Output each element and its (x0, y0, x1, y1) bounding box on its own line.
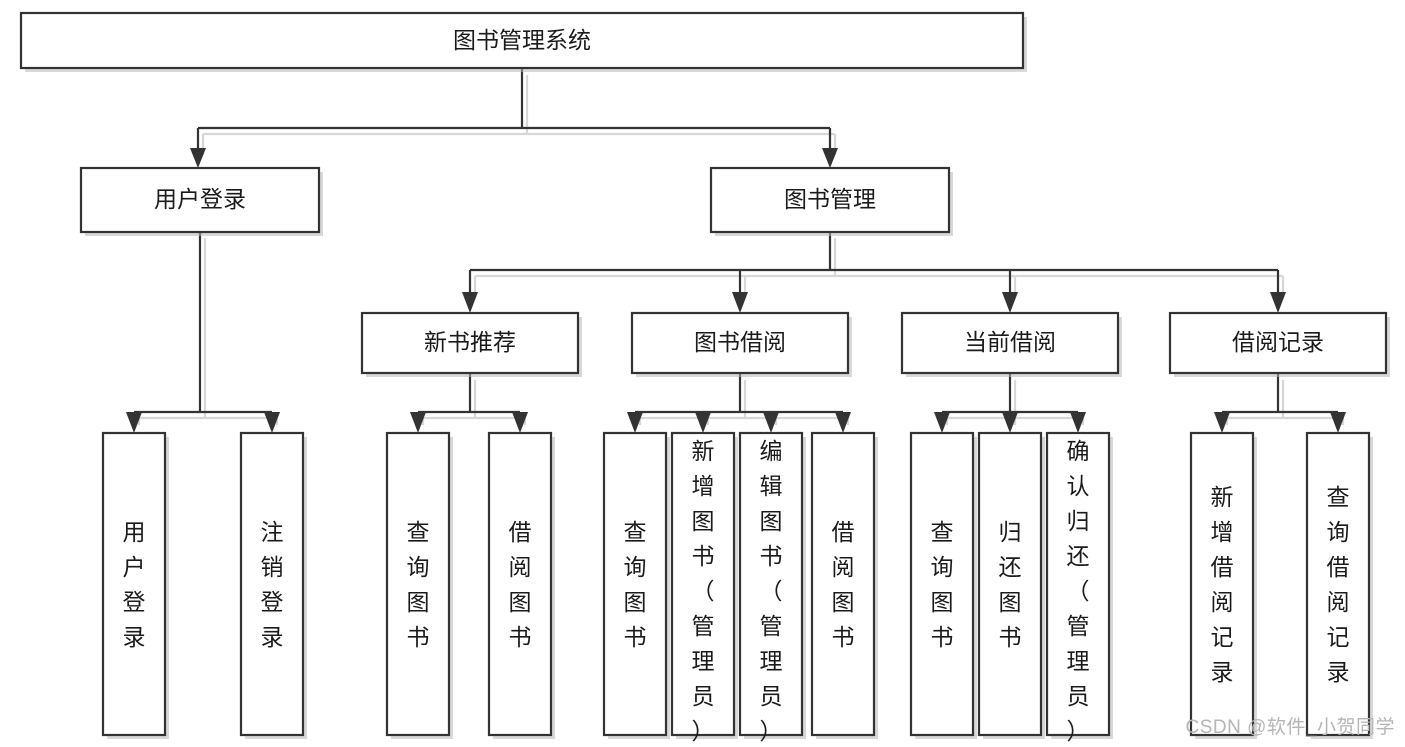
book-borrow-bus-shadow (638, 380, 850, 425)
leaf-query-book-2-label: 查询图书 (624, 519, 647, 650)
user-login-leaf-bus (132, 232, 274, 420)
leaf-add-borrow-record-label: 新增借阅记录 (1211, 484, 1234, 685)
leaf-edit-book-admin-box[interactable] (738, 431, 804, 737)
current-borrow-label: 当前借阅 (964, 329, 1056, 355)
new-book-recommend-label: 新书推荐 (424, 329, 516, 355)
leaf-borrow-book-1[interactable]: 借阅图书 (487, 431, 555, 739)
node-root-book-management-system[interactable]: 图书管理系统 (19, 11, 1027, 72)
borrow-record-bus-shadow (1225, 380, 1345, 425)
leaf-confirm-return-admin-box[interactable] (1045, 431, 1111, 737)
leaf-query-borrow-record[interactable]: 查询借阅记录 (1305, 431, 1373, 739)
leaf-logout[interactable]: 注销登录 (239, 431, 307, 739)
arrow-to-leaf-edit-book (763, 412, 779, 433)
connector-layer (126, 68, 1346, 433)
leaf-confirm-return-admin-label: 确认归还（管理员） (1067, 438, 1090, 744)
arrow-to-leaf-borrow-book-1 (512, 412, 528, 433)
root-bus-shadow (201, 75, 837, 155)
node-book-management[interactable]: 图书管理 (709, 166, 953, 236)
book-borrow-label: 图书借阅 (694, 329, 786, 355)
node-borrow-record[interactable]: 借阅记录 (1168, 311, 1390, 377)
leaf-query-borrow-record-box[interactable] (1305, 431, 1371, 737)
leaf-return-book-box[interactable] (977, 431, 1043, 737)
leaf-add-book-admin-box[interactable] (670, 431, 736, 737)
arrow-to-leaf-return-book (1002, 412, 1018, 433)
leaf-query-book-2[interactable]: 查询图书 (602, 431, 670, 739)
arrow-to-book-borrow (732, 292, 748, 313)
leaf-user-login[interactable]: 用户登录 (101, 431, 169, 739)
leaf-logout-box[interactable] (239, 431, 305, 737)
current-borrow-box[interactable] (900, 311, 1120, 375)
leaf-query-book-3-label: 查询图书 (931, 519, 954, 650)
leaf-borrow-book-2-box[interactable] (810, 431, 876, 737)
root-node-box[interactable] (19, 11, 1025, 70)
arrow-to-book-manage (822, 148, 838, 168)
user-login-label: 用户登录 (154, 186, 246, 212)
leaf-add-borrow-record[interactable]: 新增借阅记录 (1189, 431, 1257, 739)
leaf-edit-book-admin-label: 编辑图书（管理员） (760, 438, 783, 744)
node-new-book-recommend[interactable]: 新书推荐 (360, 311, 582, 377)
leaf-query-book-1[interactable]: 查询图书 (385, 431, 453, 739)
book-borrow-leaf-bus (633, 374, 845, 420)
borrow-record-leaf-bus (1220, 374, 1340, 420)
leaf-query-borrow-record-label: 查询借阅记录 (1327, 484, 1350, 685)
book-management-box[interactable] (709, 166, 951, 234)
arrow-to-leaf-query-book-2 (627, 412, 643, 433)
leaf-user-login-label: 用户登录 (123, 519, 146, 650)
leaf-query-book-1-label: 查询图书 (407, 519, 430, 650)
level3-bus-shadow (473, 238, 1285, 295)
root-node-label: 图书管理系统 (453, 27, 591, 53)
arrow-to-leaf-borrow-book-2 (835, 412, 851, 433)
leaf-borrow-book-1-box[interactable] (487, 431, 553, 737)
leaf-add-book-admin-label: 新增图书（管理员） (692, 438, 715, 744)
leaf-query-book-3[interactable]: 查询图书 (909, 431, 977, 739)
arrow-to-leaf-add-record (1214, 412, 1230, 433)
arrow-to-leaf-query-record (1330, 412, 1346, 433)
user-login-box[interactable] (79, 166, 321, 234)
borrow-record-label: 借阅记录 (1232, 329, 1324, 355)
node-user-login[interactable]: 用户登录 (79, 166, 323, 236)
leaf-user-login-box[interactable] (101, 431, 167, 737)
user-login-bus-shadow (137, 238, 279, 425)
node-current-borrow[interactable]: 当前借阅 (900, 311, 1122, 377)
leaf-logout-label: 注销登录 (261, 519, 284, 650)
new-book-recommend-box[interactable] (360, 311, 580, 375)
leaf-return-book[interactable]: 归还图书 (977, 431, 1045, 739)
leaf-add-borrow-record-box[interactable] (1189, 431, 1255, 737)
arrow-to-leaf-logout (264, 412, 280, 433)
arrow-to-leaf-query-book-3 (934, 412, 950, 433)
book-borrow-box[interactable] (630, 311, 850, 375)
leaf-edit-book-admin[interactable]: 编辑图书（管理员） (738, 431, 806, 744)
leaf-query-book-3-box[interactable] (909, 431, 975, 737)
root-to-level2-bus (196, 68, 832, 152)
leaf-query-book-2-box[interactable] (602, 431, 668, 737)
arrow-to-leaf-add-book (695, 412, 711, 433)
arrow-to-leaf-query-book-1 (410, 412, 426, 433)
arrow-to-leaf-confirm-return (1070, 412, 1086, 433)
leaf-confirm-return-admin[interactable]: 确认归还（管理员） (1045, 431, 1113, 744)
arrow-to-user-login (190, 148, 206, 168)
node-book-borrow[interactable]: 图书借阅 (630, 311, 852, 377)
new-book-bus-shadow (421, 380, 527, 425)
arrow-to-leaf-user-login (126, 412, 142, 433)
leaf-borrow-book-2[interactable]: 借阅图书 (810, 431, 878, 739)
leaf-add-book-admin[interactable]: 新增图书（管理员） (670, 431, 738, 744)
leaf-return-book-label: 归还图书 (999, 519, 1022, 650)
new-book-leaf-bus (416, 374, 522, 420)
book-management-label: 图书管理 (784, 186, 876, 212)
book-manage-to-level3-bus (468, 232, 1280, 292)
leaf-node-layer: 用户登录 注销登录 查询图书 借阅图书 查询图书 新增图书（管理员） 编辑图书（管理员） 借阅… (101, 431, 1373, 744)
arrow-to-borrow-record (1270, 292, 1286, 313)
arrow-to-current-borrow (1002, 292, 1018, 313)
leaf-borrow-book-2-label: 借阅图书 (832, 519, 855, 650)
borrow-record-box[interactable] (1168, 311, 1388, 375)
leaf-borrow-book-1-label: 借阅图书 (509, 519, 532, 650)
leaf-query-book-1-box[interactable] (385, 431, 451, 737)
arrow-to-new-book-rec (462, 292, 478, 313)
